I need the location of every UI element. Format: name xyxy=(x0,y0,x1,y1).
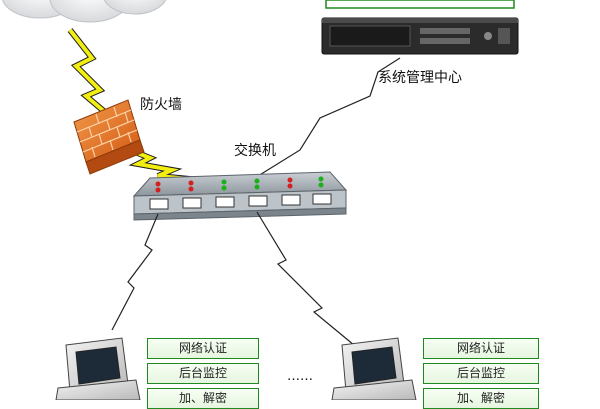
link-server-switch xyxy=(257,57,401,177)
left-feature-network-auth: 网络认证 xyxy=(147,338,259,359)
switch-port xyxy=(281,177,301,206)
lightning-link-cloud-firewall xyxy=(67,28,114,121)
internet-cloud xyxy=(2,0,167,23)
management-center-label: 系统管理中心 xyxy=(378,70,462,86)
ellipsis-label: …… xyxy=(287,369,313,384)
firewall-label: 防火墙 xyxy=(140,97,182,113)
firewall-icon xyxy=(73,99,145,175)
left-feature-encryption: 加、解密 xyxy=(147,388,259,409)
link-switch-right-pc xyxy=(256,211,361,351)
diagram-canvas xyxy=(2,0,519,400)
switch-port xyxy=(312,176,332,205)
switch-port xyxy=(149,181,169,210)
right-feature-network-auth: 网络认证 xyxy=(423,338,539,359)
management-server-icon xyxy=(321,0,519,55)
switch-ports xyxy=(149,176,332,210)
right-feature-encryption: 加、解密 xyxy=(423,388,539,409)
right-computer-icon xyxy=(331,337,417,400)
switch-port xyxy=(182,180,202,209)
switch-label: 交换机 xyxy=(234,143,276,159)
network-diagram: 防火墙 交换机 系统管理中心 …… 网络认证 后台监控 加、解密 网络认证 后台… xyxy=(2,0,539,409)
link-switch-left-pc xyxy=(111,213,159,331)
switch-port xyxy=(215,179,235,208)
left-computer-icon xyxy=(55,337,141,400)
right-feature-monitoring: 后台监控 xyxy=(423,363,539,384)
left-feature-monitoring: 后台监控 xyxy=(147,363,259,384)
switch-port xyxy=(248,178,268,207)
